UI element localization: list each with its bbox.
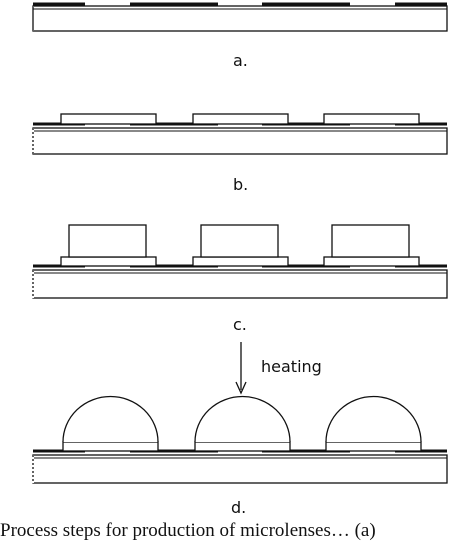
step-c-diagram xyxy=(32,224,448,299)
heating-arrow xyxy=(235,342,247,395)
step-b-diagram xyxy=(32,113,448,155)
step-a-diagram xyxy=(32,2,448,32)
step-label-a: a. xyxy=(233,51,248,70)
resist-blocks xyxy=(68,224,410,258)
step-d-diagram xyxy=(32,395,448,484)
base-pads xyxy=(60,113,420,125)
substrate xyxy=(32,127,448,155)
substrate xyxy=(32,269,448,299)
substrate xyxy=(32,454,448,484)
heating-label: heating xyxy=(261,357,322,376)
base-pads xyxy=(60,256,420,267)
step-label-d: d. xyxy=(231,498,246,517)
figure-caption: Process steps for production of microlen… xyxy=(0,520,376,541)
substrate xyxy=(32,5,448,32)
base-pads xyxy=(62,441,422,452)
step-label-c: c. xyxy=(233,315,247,334)
step-label-b: b. xyxy=(233,175,248,194)
microlenses xyxy=(62,395,422,443)
